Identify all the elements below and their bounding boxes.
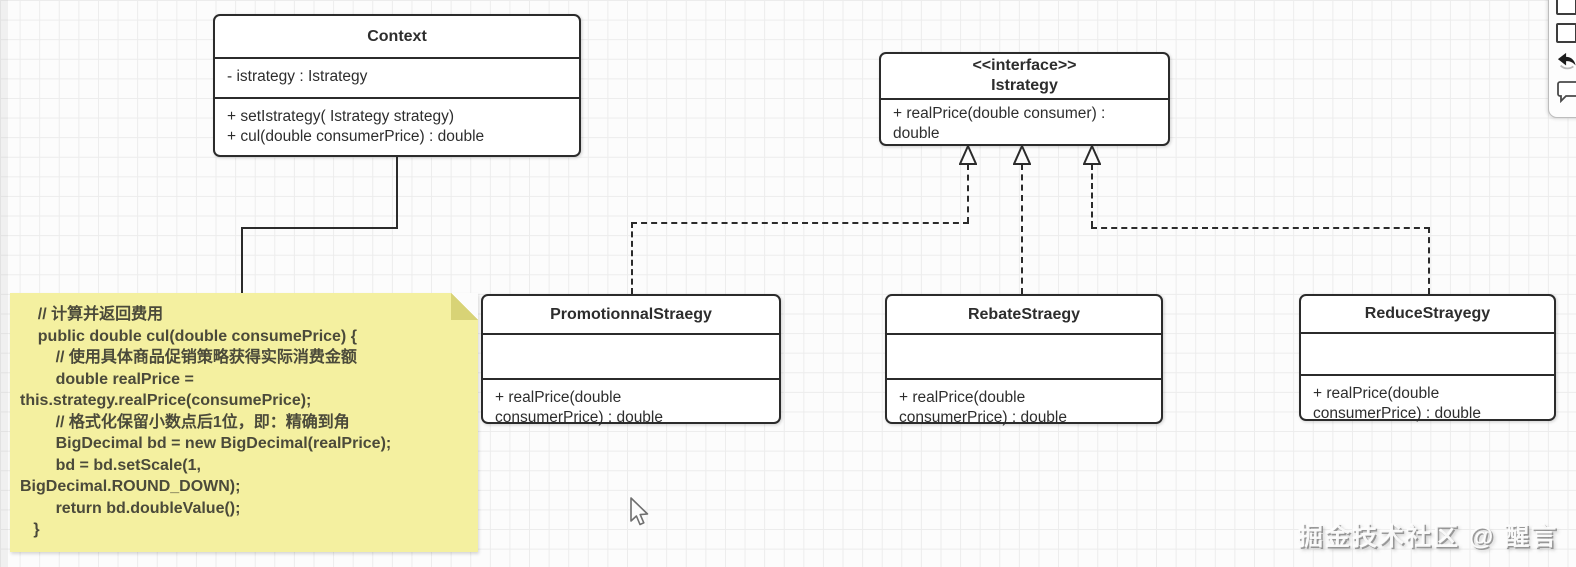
class-methods: + setIstrategy( Istrategy strategy) + cu…: [215, 97, 579, 155]
connector-segment: [1091, 227, 1430, 229]
method-realprice-line1: + realPrice(double: [899, 389, 1026, 406]
method-realprice-line2: consumerPrice) : double: [1313, 405, 1481, 422]
undo-arrow-icon[interactable]: [1556, 51, 1576, 71]
class-attributes-empty: [483, 333, 779, 378]
realization-arrowhead-icon: [1013, 145, 1031, 165]
realization-arrowhead-icon: [1083, 145, 1101, 165]
interface-name: Istrategy: [991, 77, 1058, 94]
code-line: bd = bd.setScale(1,: [20, 456, 201, 474]
interface-stereotype: <<interface>>: [972, 57, 1077, 74]
class-box-context[interactable]: Context - istrategy : Istrategy + setIst…: [213, 14, 581, 157]
class-attributes-empty: [887, 333, 1161, 378]
code-line: // 计算并返回费用: [20, 306, 164, 323]
canvas-edge-shade: [0, 0, 8, 567]
connector-segment: [967, 164, 969, 223]
class-methods: + realPrice(double consumerPrice) : doub…: [483, 378, 779, 432]
method-realprice-line2: consumerPrice) : double: [899, 409, 1067, 426]
code-line: BigDecimal bd = new BigDecimal(realPrice…: [20, 435, 392, 452]
connector-segment: [1091, 164, 1093, 227]
connector-segment: [631, 222, 969, 224]
comment-bubble-icon[interactable]: [1556, 79, 1576, 103]
method-setistrategy: + setIstrategy( Istrategy strategy): [227, 108, 454, 125]
method-realprice-line1: + realPrice(double: [495, 389, 622, 406]
code-line: this.strategy.realPrice(consumePrice);: [20, 392, 312, 409]
code-line: // 格式化保留小数点后1位，即：精确到角: [20, 413, 350, 431]
interface-box-istrategy[interactable]: <<interface>> Istrategy + realPrice(doub…: [879, 52, 1170, 146]
class-attributes-empty: [1301, 332, 1554, 374]
method-realprice-line1: + realPrice(double consumer) :: [893, 105, 1106, 122]
method-realprice-line1: + realPrice(double: [1313, 385, 1440, 402]
method-cul: + cul(double consumerPrice) : double: [227, 128, 485, 145]
connector-segment: [241, 227, 243, 294]
realization-arrowhead-icon: [959, 145, 977, 165]
code-line: return bd.doubleValue();: [20, 499, 241, 517]
watermark-text: 掘金技术社区 @ 醒言: [1298, 523, 1559, 551]
code-note[interactable]: // 计算并返回费用 public double cul(double cons…: [10, 293, 478, 552]
interface-methods: + realPrice(double consumer) : double: [881, 98, 1168, 144]
class-box-promotionnal-straegy[interactable]: PromotionnalStraegy + realPrice(double c…: [481, 294, 781, 426]
class-box-rebate-straegy[interactable]: RebateStraegy + realPrice(double consume…: [885, 294, 1163, 426]
code-line: BigDecimal.ROUND_DOWN);: [20, 478, 241, 495]
shape-square-icon[interactable]: [1556, 0, 1576, 15]
connector-segment: [1021, 164, 1023, 294]
class-title: RebateStraegy: [967, 305, 1081, 323]
mouse-cursor-icon: [630, 497, 649, 526]
class-methods: + realPrice(double consumerPrice) : doub…: [887, 378, 1161, 432]
connector-segment: [1428, 227, 1430, 294]
shape-toolbar-panel: [1548, 0, 1576, 118]
class-title: Context: [367, 27, 427, 45]
class-attributes: - istrategy : Istrategy: [215, 57, 579, 97]
note-fold-corner-icon: [451, 293, 478, 320]
connector-segment: [241, 227, 398, 229]
attribute-istrategy: - istrategy : Istrategy: [227, 68, 368, 85]
method-realprice-line2: consumerPrice) : double: [495, 409, 663, 426]
connector-segment: [631, 222, 633, 294]
interface-title: <<interface>> Istrategy: [881, 54, 1168, 98]
class-box-reduce-strayegy[interactable]: ReduceStrayegy + realPrice(double consum…: [1299, 294, 1556, 422]
code-line: // 使用具体商品促销策略获得实际消费金额: [20, 349, 357, 366]
class-title: PromotionnalStraegy: [550, 305, 712, 323]
method-realprice-line2: double: [893, 125, 940, 142]
code-line: }: [20, 521, 40, 538]
code-line: double realPrice =: [20, 370, 194, 388]
class-title: ReduceStrayegy: [1364, 305, 1491, 322]
class-methods: + realPrice(double consumerPrice) : doub…: [1301, 374, 1554, 428]
shape-square-icon[interactable]: [1556, 23, 1576, 43]
connector-segment: [396, 156, 398, 228]
code-line: public double cul(double consumePrice) {: [20, 327, 357, 345]
